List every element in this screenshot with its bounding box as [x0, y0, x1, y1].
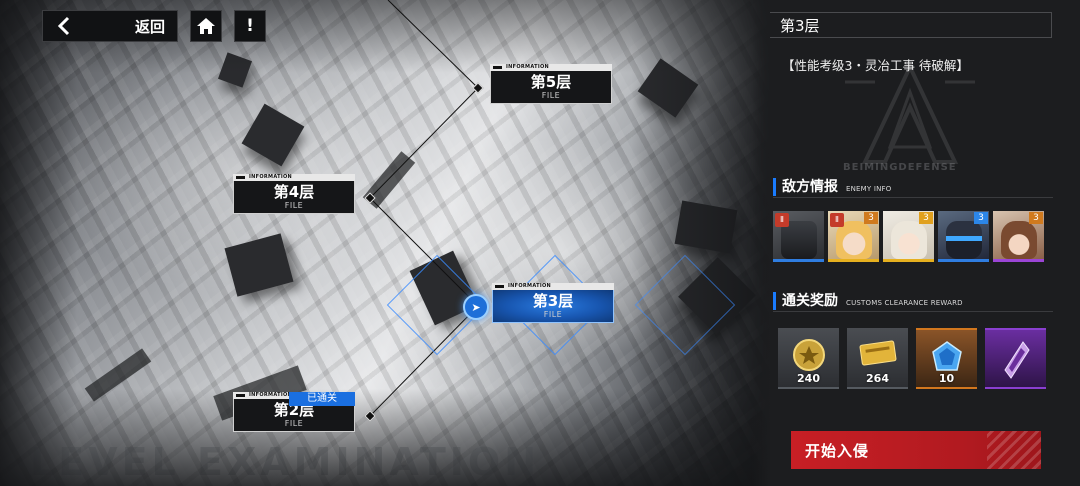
node-sub: FILE — [284, 200, 304, 210]
node-title: 第5层 — [530, 72, 572, 91]
stage-name: 第3层 — [770, 12, 1052, 38]
stage-description: 【性能考级3・灵冶工事 待破解】 — [782, 58, 969, 73]
info-button[interactable]: ! — [234, 10, 266, 42]
section-accent — [773, 291, 776, 310]
reward-count: 10 — [938, 372, 955, 385]
visor-robot-portrait — [946, 221, 982, 259]
terrain-ridge — [84, 348, 152, 402]
enemy-card[interactable]: Ⅱ 3 — [828, 211, 879, 262]
reward-header: 通关奖励 CUSTOMS CLEARANCE REWARD — [773, 290, 1053, 312]
enemy-info-subtitle: ENEMY INFO — [846, 185, 892, 193]
terrain-block — [217, 52, 253, 88]
beiming-defense-emblem-icon — [845, 62, 975, 164]
current-position-marker: ➤ — [463, 294, 489, 320]
node-title: 第4层 — [273, 182, 315, 201]
reward-title: 通关奖励 — [782, 293, 838, 309]
arrow-right-icon: ➤ — [471, 300, 481, 314]
node-info-tag: INFORMATION — [233, 174, 355, 181]
enemy-info-title: 敌方情报 — [782, 179, 838, 195]
enemy-card[interactable]: 3 — [938, 211, 989, 262]
enemy-rank-badge: 3 — [919, 212, 933, 224]
exclamation-icon: ! — [246, 16, 254, 36]
emblem-text: BEIMINGDEFENSE — [843, 162, 957, 173]
armored-mech-portrait — [781, 221, 817, 259]
home-button[interactable] — [190, 10, 222, 42]
button-stripes — [987, 431, 1041, 469]
reward-count: 240 — [797, 372, 820, 385]
enemy-card[interactable]: 3 — [883, 211, 934, 262]
purple-shard-icon — [1003, 341, 1030, 379]
terrain-block — [637, 58, 699, 118]
level-examination-watermark: LEVEL EXAMINATION — [30, 440, 541, 484]
node-title: 第3层 — [532, 291, 574, 310]
reward-item[interactable] — [985, 328, 1046, 389]
reward-list: 240 264 10 — [778, 328, 1046, 389]
enemy-info-header: 敌方情报 ENEMY INFO — [773, 176, 1053, 198]
stage-node-5[interactable]: INFORMATION 第5层 FILE — [490, 64, 612, 104]
terrain-block — [674, 200, 738, 254]
terrain-block — [241, 103, 305, 167]
back-button[interactable]: 返回 — [42, 10, 178, 42]
start-invasion-button[interactable]: 开始入侵 — [791, 431, 1041, 469]
gold-ticket-icon — [859, 340, 896, 366]
enemy-list: Ⅱ Ⅱ 3 3 3 3 — [773, 211, 1044, 262]
white-hair-girl-portrait — [891, 221, 927, 259]
enemy-level-badge: Ⅱ — [775, 213, 789, 227]
cleared-badge: 已通关 — [289, 392, 355, 406]
blonde-girl-portrait — [836, 221, 872, 259]
stage-node-4[interactable]: INFORMATION 第4层 FILE — [233, 174, 355, 214]
node-info-tag: INFORMATION — [492, 283, 614, 290]
blue-crystal-icon — [931, 341, 962, 371]
reward-count: 264 — [866, 372, 889, 385]
reward-item[interactable]: 264 — [847, 328, 908, 389]
node-sub: FILE — [284, 418, 304, 428]
top-nav: 返回 ! — [42, 10, 266, 42]
reward-item[interactable]: 240 — [778, 328, 839, 389]
brown-hair-girl-portrait — [1001, 221, 1037, 259]
enemy-card[interactable]: 3 — [993, 211, 1044, 262]
gold-coin-icon — [792, 339, 825, 371]
node-sub: FILE — [541, 90, 561, 100]
terrain-block — [224, 233, 294, 297]
node-sub: FILE — [543, 309, 563, 319]
reward-subtitle: CUSTOMS CLEARANCE REWARD — [846, 299, 963, 307]
terrain-map: LEVEL EXAMINATION — [0, 0, 770, 486]
enemy-rank-badge: 3 — [1029, 212, 1043, 224]
stage-node-2[interactable]: INFORMATION 已通关 第2层 FILE — [233, 392, 355, 432]
start-invasion-label: 开始入侵 — [805, 441, 870, 460]
chevron-left-icon — [57, 16, 70, 36]
enemy-card[interactable]: Ⅱ — [773, 211, 824, 262]
terrain-block — [678, 257, 756, 335]
enemy-level-badge: Ⅱ — [830, 213, 844, 227]
back-label: 返回 — [134, 17, 165, 36]
section-accent — [773, 177, 776, 196]
reward-item[interactable]: 10 — [916, 328, 977, 389]
node-info-tag: INFORMATION — [490, 64, 612, 71]
home-icon — [197, 18, 215, 34]
enemy-rank-badge: 3 — [864, 212, 878, 224]
enemy-rank-badge: 3 — [974, 212, 988, 224]
stage-node-3[interactable]: INFORMATION 第3层 FILE — [492, 283, 614, 323]
